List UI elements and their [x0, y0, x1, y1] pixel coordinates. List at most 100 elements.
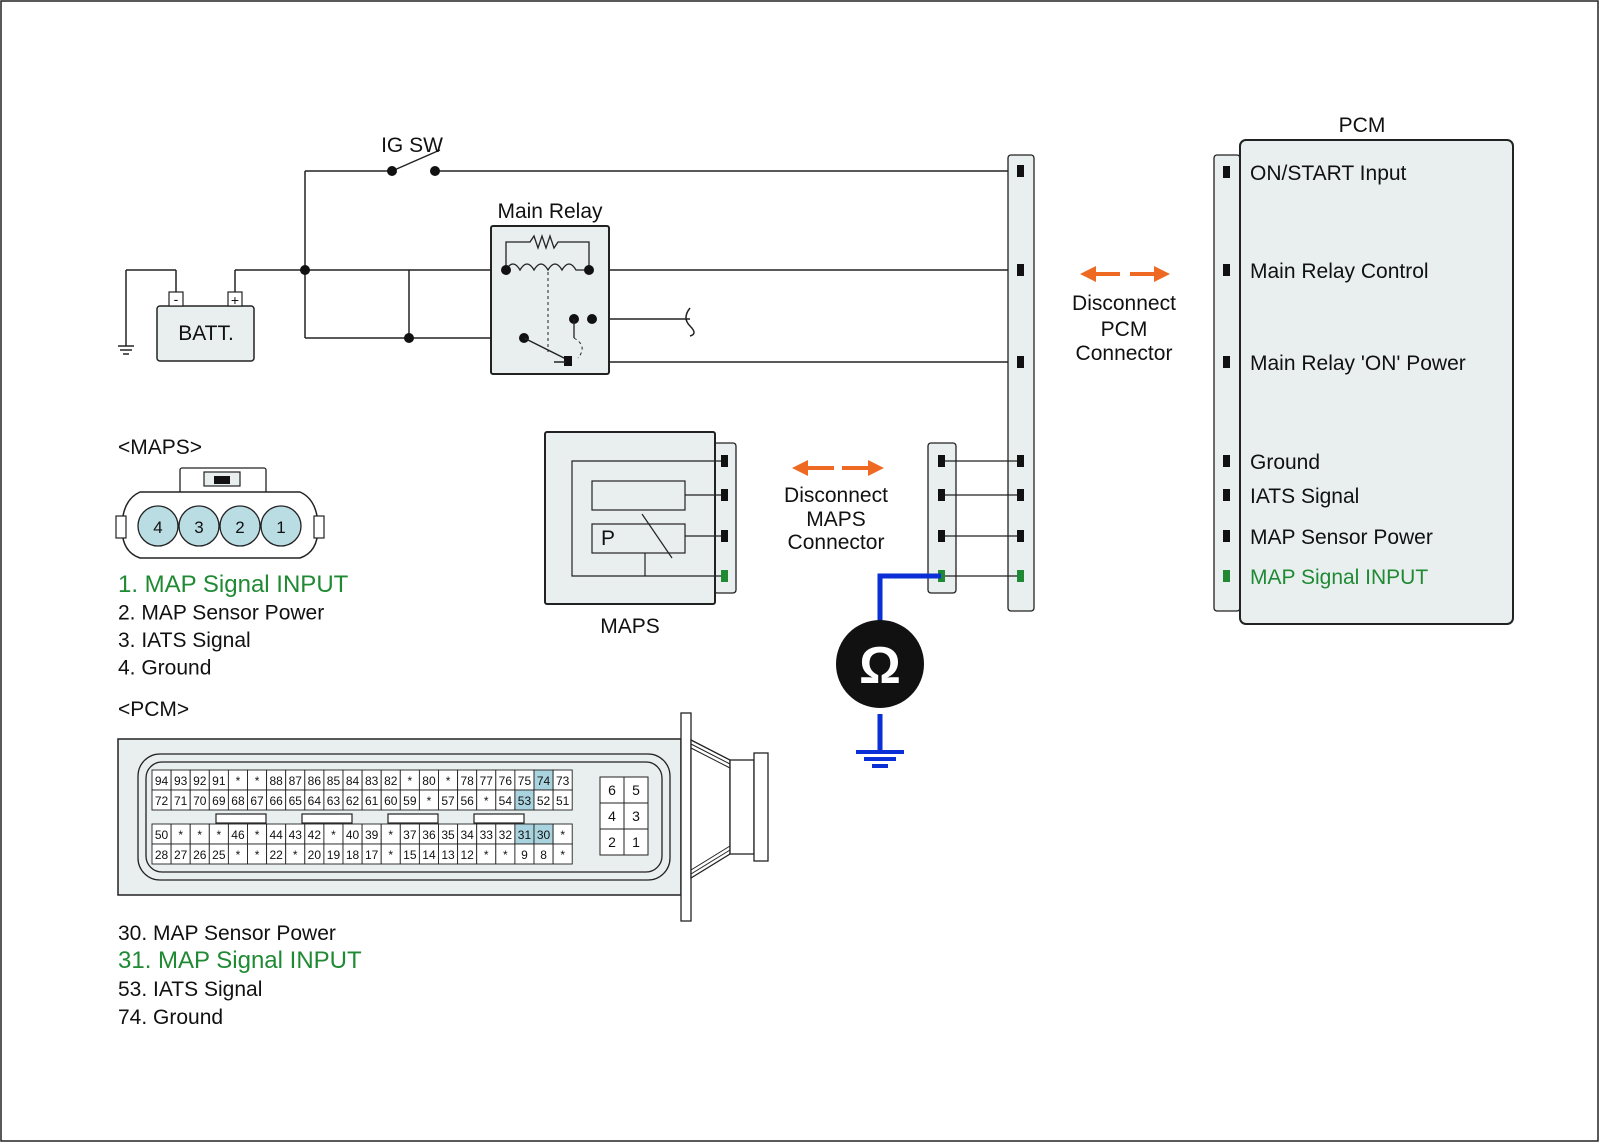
pcm-connector-pin-number: *: [560, 828, 565, 842]
legend-item: 3. IATS Signal: [118, 629, 251, 652]
maps-pin-number: 2: [235, 518, 244, 537]
maps-connector-pin: [178, 505, 220, 547]
battery-negative-terminal: [168, 291, 184, 307]
pcm-pin: [1223, 455, 1230, 467]
battery-plus-sign: +: [231, 292, 239, 308]
pcm-connector-pin-number: 56: [460, 794, 474, 808]
pcm-connector-pin-number: 84: [346, 774, 360, 788]
pcm-connector-pin-number: 57: [441, 794, 455, 808]
pcm-connector-pin-number: 4: [608, 808, 616, 824]
pcm-connector-pin-number: 78: [460, 774, 474, 788]
battery-minus-sign: -: [174, 291, 179, 307]
pcm-connector-pin-number: 8: [540, 848, 547, 862]
harness-pin: [1017, 356, 1024, 368]
pcm-connector-pin-number: *: [331, 828, 336, 842]
relay-coil: [505, 263, 589, 272]
pcm-connector-pin-number: *: [236, 848, 241, 862]
pcm-connector-pin-number: 44: [269, 828, 283, 842]
pcm-connector-pin-number: 53: [518, 794, 532, 808]
pcm-connector-cell: [599, 828, 625, 856]
maps-sensor-p-label: P: [601, 527, 615, 550]
disconnect-pcm-line1: Disconnect: [1072, 292, 1176, 315]
pcm-connector-pin-number: 30: [537, 828, 551, 842]
pcm-pin: [1223, 489, 1230, 501]
pcm-connector-pin-number: 50: [155, 828, 169, 842]
pcm-pin-label: MAP Signal INPUT: [1250, 566, 1428, 589]
disconnect-maps-line2: MAPS: [806, 508, 866, 531]
pcm-connector-pin-number: 69: [212, 794, 226, 808]
ohmmeter-body: [836, 620, 924, 708]
pcm-connector-pin-number: 63: [327, 794, 341, 808]
maps-title: MAPS: [600, 615, 660, 638]
maps-connector-pin: [260, 505, 302, 547]
main-relay: Main Relay: [490, 200, 610, 375]
pcm-connector-pin-number: 43: [289, 828, 303, 842]
pcm-connector-pin-number: 46: [231, 828, 245, 842]
pcm-connector-pin-number: 59: [403, 794, 417, 808]
pcm-connector-pin-number: 72: [155, 794, 169, 808]
pcm-connector-pin-number: *: [484, 848, 489, 862]
pcm-connector-pin-number: 64: [308, 794, 322, 808]
pcm-connector-pin-number: 28: [155, 848, 169, 862]
meter-ground-icon: [856, 750, 904, 768]
pcm-connector-pin-number: 34: [460, 828, 474, 842]
pcm-connector-cell: [552, 843, 573, 865]
pcm-connector-pin-number: 88: [269, 774, 283, 788]
maps-connector-heading: <MAPS>: [118, 436, 202, 459]
pcm-pin-label: Main Relay 'ON' Power: [1250, 352, 1466, 375]
pcm-connector-pin-number: *: [560, 848, 565, 862]
pcm-connector-cell: [623, 776, 649, 804]
pcm-connector-pin-number: 27: [174, 848, 188, 862]
pcm-connector-pin-number: *: [255, 828, 260, 842]
pcm-connector-pin-number: 22: [269, 848, 283, 862]
harness-pin-map-signal: [1017, 570, 1024, 582]
pcm-connector-pin-number: 87: [289, 774, 303, 788]
pcm-connector-pin-number: 68: [231, 794, 245, 808]
pcm-connector-pin-number: *: [197, 828, 202, 842]
pcm-connector-pin-number: 80: [422, 774, 436, 788]
pcm-pin-label: Main Relay Control: [1250, 260, 1429, 283]
pcm-connector-pin-number: 60: [384, 794, 398, 808]
pcm-connector-pin-number: 77: [480, 774, 494, 788]
pcm-connector-pin-number: *: [388, 828, 393, 842]
pcm-connector-pin-number: *: [236, 774, 241, 788]
harness-pin: [1017, 455, 1024, 467]
pcm-connector-pin-number: 61: [365, 794, 379, 808]
pcm-pin-label: IATS Signal: [1250, 485, 1359, 508]
pcm-connector-pin-number: *: [503, 848, 508, 862]
disconnect-maps-line1: Disconnect: [784, 484, 888, 507]
ig-switch-label: IG SW: [381, 134, 443, 157]
pcm-connector-pin-number: 6: [608, 782, 616, 798]
pcm-connector-pin-number: 37: [403, 828, 417, 842]
pcm-connector-pin-number: 52: [537, 794, 551, 808]
legend-item: 2. MAP Sensor Power: [118, 602, 324, 625]
harness-pin: [1017, 530, 1024, 542]
legend-item: 74. Ground: [118, 1006, 223, 1029]
pcm-connector-pin-number: 76: [499, 774, 513, 788]
harness-pin: [1017, 264, 1024, 276]
pcm-connector-cell: [623, 828, 649, 856]
pcm-connector-pin-number: 19: [327, 848, 341, 862]
harness-pin: [1017, 489, 1024, 501]
pcm-connector-pin-number: *: [178, 828, 183, 842]
ignition-switch: IG SW: [381, 134, 443, 176]
pcm-connector-pin-number: 31: [518, 828, 532, 842]
pcm-connector-pin-number: 51: [556, 794, 570, 808]
pcm-pin: [1223, 530, 1230, 542]
legend-item: 53. IATS Signal: [118, 978, 262, 1001]
battery-label: BATT.: [178, 322, 234, 345]
pcm-connector-pin-number: *: [427, 794, 432, 808]
pcm-connector-pin-number: *: [255, 774, 260, 788]
pcm-connector-pin-number: 5: [632, 782, 640, 798]
disconnect-pcm-indicator: Disconnect PCM Connector: [1072, 266, 1176, 365]
maps-connector-pin: [137, 505, 179, 547]
maps-sensor: P MAPS: [544, 431, 737, 638]
legend-item: 4. Ground: [118, 657, 211, 680]
pcm-connector-pin-number: 3: [632, 808, 640, 824]
pcm-connector-pin-number: 17: [365, 848, 379, 862]
pcm-pin-label: ON/START Input: [1250, 162, 1407, 185]
pcm-connector-cell: [552, 789, 573, 811]
pcm-connector-heading: <PCM>: [118, 698, 189, 721]
